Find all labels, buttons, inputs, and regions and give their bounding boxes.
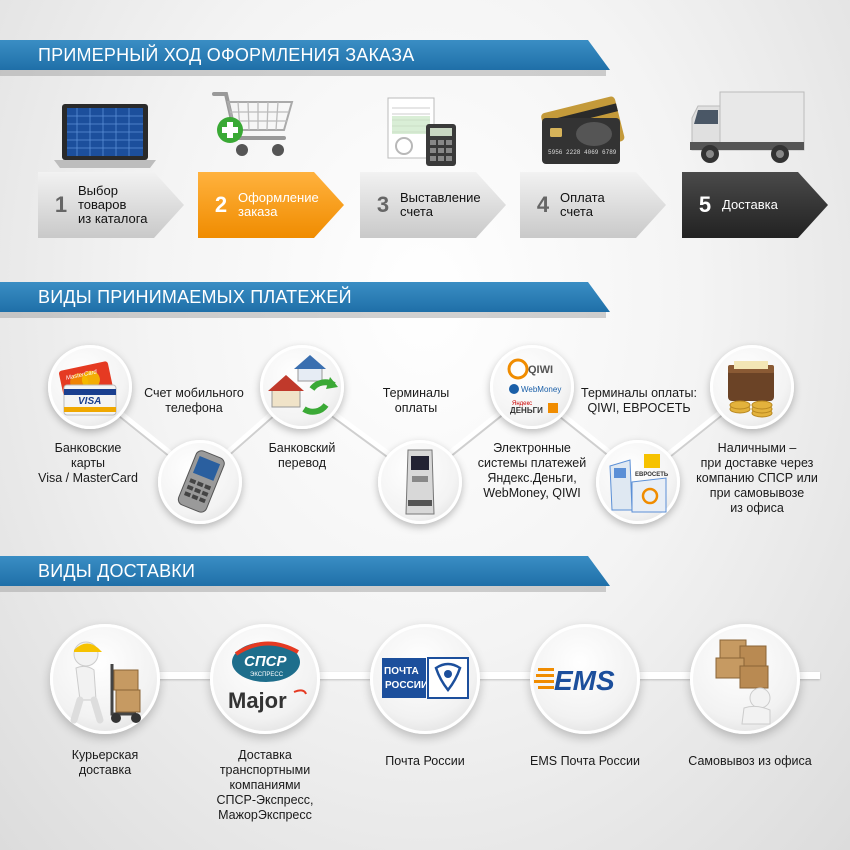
ems-logo: EMS bbox=[534, 665, 615, 696]
ems-text: EMS bbox=[554, 665, 615, 696]
delivery-circle-spsr-major: СПСР ЭКСПРЕСС Major bbox=[210, 624, 320, 734]
webmoney-text: WebMoney bbox=[521, 385, 561, 394]
payment-terminal-icon bbox=[405, 449, 435, 515]
spsr-text: СПСР bbox=[244, 653, 287, 670]
section-banner-payments: ВИДЫ ПРИНИМАЕМЫХ ПЛАТЕЖЕЙ bbox=[0, 282, 610, 312]
courier-icon bbox=[70, 641, 141, 724]
laptop-icon bbox=[54, 104, 156, 168]
payment-circle-epay: QIWI WebMoney Яндекс ДЕНЬГИ bbox=[490, 345, 574, 429]
delivery-label-pickup: Самовывоз из офиса bbox=[688, 754, 812, 768]
evroset-text: ЕВРОСЕТЬ bbox=[635, 472, 669, 478]
pochta-text-2: РОССИИ bbox=[385, 680, 428, 691]
pochta-text-1: ПОЧТА bbox=[384, 666, 419, 677]
spsr-major-logo: СПСР ЭКСПРЕСС Major bbox=[228, 641, 307, 713]
invoice-calculator-icon bbox=[387, 97, 456, 166]
qiwi-terminal-icon: ЕВРОСЕТЬ bbox=[609, 454, 669, 513]
step-5: 5 Доставка bbox=[682, 172, 828, 238]
bank-transfer-icon bbox=[268, 355, 338, 415]
delivery-circle-courier bbox=[50, 624, 160, 734]
credit-card-icon: 5956 2228 4069 6789 bbox=[541, 96, 625, 164]
spsr-sub-text: ЭКСПРЕСС bbox=[250, 672, 284, 678]
pickup-boxes-icon bbox=[715, 639, 771, 725]
payment-circle-cash bbox=[710, 345, 794, 429]
section-banner-delivery: ВИДЫ ДОСТАВКИ bbox=[0, 556, 610, 586]
delivery-circle-pochta: ПОЧТА РОССИИ bbox=[370, 624, 480, 734]
truck-icon bbox=[690, 91, 805, 163]
payment-circle-qiwi-terminal: ЕВРОСЕТЬ bbox=[596, 440, 680, 524]
epay-logos-icon: QIWI WebMoney Яндекс ДЕНЬГИ bbox=[507, 358, 561, 415]
mobile-phone-icon bbox=[177, 450, 225, 513]
major-text: Major bbox=[228, 688, 287, 713]
shopping-cart-icon bbox=[212, 92, 294, 156]
section-banner-order: ПРИМЕРНЫЙ ХОД ОФОРМЛЕНИЯ ЗАКАЗА bbox=[0, 40, 610, 70]
payment-circle-bank-transfer bbox=[260, 345, 344, 429]
payment-circle-terminal bbox=[378, 440, 462, 524]
delivery-circle-ems: EMS bbox=[530, 624, 640, 734]
pochta-rossii-logo: ПОЧТА РОССИИ bbox=[382, 657, 469, 699]
wallet-coins-icon bbox=[728, 361, 774, 418]
visa-text: VISA bbox=[78, 396, 101, 407]
qiwi-text: QIWI bbox=[528, 364, 553, 376]
payment-label-qiwi-terminal: Терминалы оплаты:QIWI, ЕВРОСЕТЬ bbox=[581, 386, 697, 415]
payment-circle-mobile bbox=[158, 440, 242, 524]
yandex-text-2: ДЕНЬГИ bbox=[510, 406, 543, 415]
yandex-text-1: Яндекс bbox=[512, 401, 532, 407]
delivery-label-ems: EMS Почта России bbox=[530, 754, 640, 768]
delivery-circle-pickup bbox=[690, 624, 800, 734]
bank-cards-icon: MasterCard VISA bbox=[59, 361, 117, 416]
payment-circle-cards: MasterCard VISA bbox=[48, 345, 132, 429]
delivery-label-pochta: Почта России bbox=[385, 754, 465, 768]
card-number-text: 5956 2228 4069 6789 bbox=[548, 149, 617, 156]
